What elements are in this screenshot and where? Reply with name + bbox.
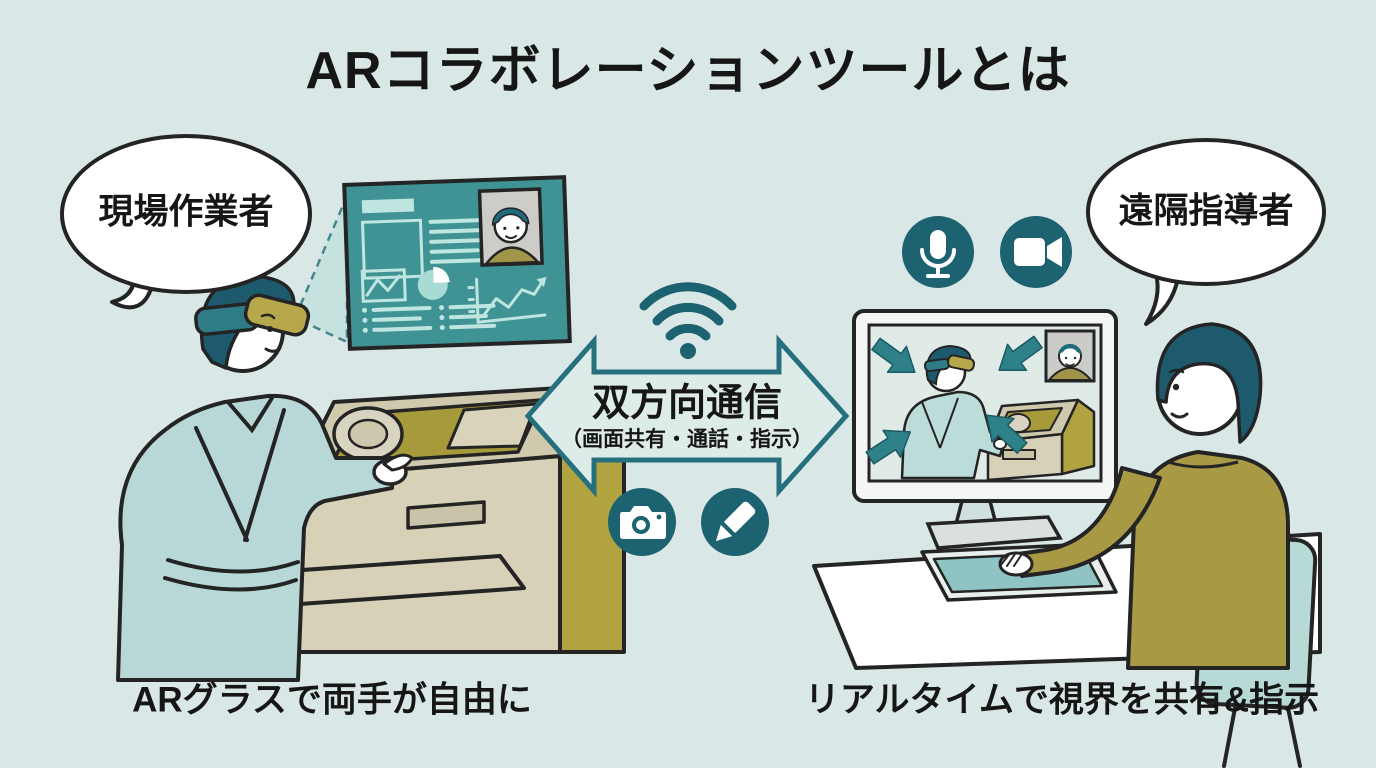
- right-scene: [812, 138, 1326, 768]
- right-speech-bubble: [1086, 138, 1326, 326]
- page-title: ARコラボレーションツールとは: [305, 42, 1071, 100]
- right-caption: リアルタイムで視界を共有&指示: [804, 680, 1320, 720]
- right-bubble-label: 遠隔指導者: [1118, 191, 1294, 231]
- projection-cone: [293, 195, 349, 344]
- instructor-hair: [1155, 322, 1263, 444]
- panel-growth-chart: [467, 276, 547, 324]
- machine: [244, 384, 626, 654]
- panel-bullet-lists: [362, 303, 497, 333]
- center-communication: [524, 216, 1072, 556]
- microphone-icon: [902, 216, 974, 288]
- left-scene: [60, 134, 626, 682]
- field-worker: [116, 274, 414, 682]
- ar-headset-visor: [243, 293, 311, 337]
- pencil-icon: [701, 488, 769, 556]
- panel-header-bar: [361, 198, 415, 214]
- bidirectional-arrow: [524, 334, 850, 498]
- left-speech-bubble: [60, 134, 312, 310]
- arrow-title: 双方向通信: [591, 382, 783, 425]
- worker-suspenders: [163, 396, 300, 592]
- ar-screen-panel: [342, 175, 572, 351]
- screen-self-view: [1044, 329, 1096, 383]
- panel-line-chart: [360, 268, 407, 303]
- left-caption: ARグラスで両手が自由に: [132, 680, 532, 720]
- video-camera-icon: [1000, 216, 1072, 288]
- panel-image-placeholder: [360, 218, 424, 280]
- camera-icon: [608, 488, 676, 556]
- left-bubble-label: 現場作業者: [98, 192, 274, 232]
- worker-body: [116, 393, 396, 682]
- machine-slot: [406, 500, 486, 530]
- panel-pie-chart: [417, 266, 450, 300]
- panel-video-call-portrait: [477, 187, 544, 267]
- remote-instructor: [998, 322, 1290, 670]
- screen-annotation-arrows: [865, 335, 1043, 465]
- arrow-subtitle: （画面共有・通話・指示）: [561, 428, 813, 451]
- monitor: [852, 309, 1118, 550]
- wifi-icon: [639, 282, 737, 359]
